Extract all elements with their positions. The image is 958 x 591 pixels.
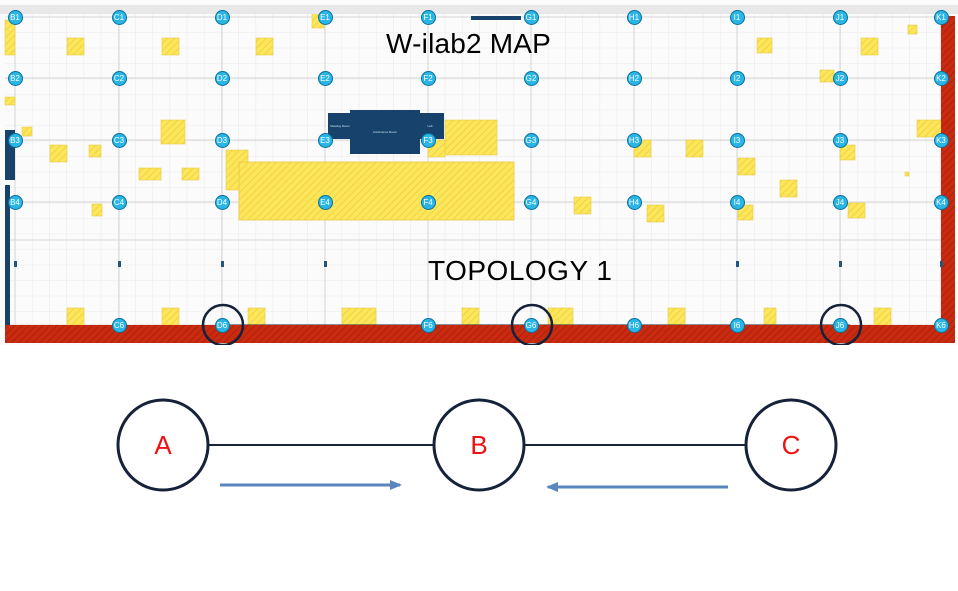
map-node-j2: J2 (832, 70, 848, 86)
map-node-g6: G6 (523, 317, 539, 333)
highlight-rings (201, 303, 863, 345)
map-node-b3: B3 (7, 132, 23, 148)
highlight-ring-d6 (201, 303, 245, 345)
sensor-marker (220, 261, 224, 267)
map-node-d4: D4 (214, 194, 230, 210)
map-node-g1: G1 (523, 9, 539, 25)
map-node-k1: K1 (933, 9, 949, 25)
map-node-e1: E1 (317, 9, 333, 25)
building-label-conference-room: Conference Room (372, 130, 398, 134)
sensor-marker (735, 261, 739, 267)
map-node-k4: K4 (933, 194, 949, 210)
map-node-i4: I4 (729, 194, 745, 210)
map-node-j1: J1 (832, 9, 848, 25)
map-node-i3: I3 (729, 132, 745, 148)
map-node-c6: C6 (111, 317, 127, 333)
map-node-c3: C3 (111, 132, 127, 148)
topology-node-c (744, 398, 838, 492)
sensor-marker (939, 261, 943, 267)
map-node-b2: B2 (7, 70, 23, 86)
map-node-e2: E2 (317, 70, 333, 86)
topology-node-c-label: C (781, 430, 801, 460)
map-node-d6: D6 (214, 317, 230, 333)
map-node-h6: H6 (626, 317, 642, 333)
map-node-d3: D3 (214, 132, 230, 148)
map-node-j3: J3 (832, 132, 848, 148)
map-node-h2: H2 (626, 70, 642, 86)
sensor-marker (117, 261, 121, 267)
map-node-c4: C4 (111, 194, 127, 210)
map-node-k3: K3 (933, 132, 949, 148)
map-node-g4: G4 (523, 194, 539, 210)
map-node-k2: K2 (933, 70, 949, 86)
topology-node-b (432, 398, 526, 492)
map-node-i6: I6 (729, 317, 745, 333)
highlight-ring-g6 (510, 303, 554, 345)
highlight-ring-j6 (819, 303, 863, 345)
map-node-h1: H1 (626, 9, 642, 25)
topology-node-a-label: A (154, 430, 172, 460)
map-node-c1: C1 (111, 9, 127, 25)
map-title: W-ilab2 MAP (386, 28, 552, 59)
building-label-meeting-room: Meeting Room (330, 124, 350, 128)
map-node-j4: J4 (832, 194, 848, 210)
map-node-f1: F1 (420, 9, 436, 25)
building-label-lab: Lab (427, 124, 433, 128)
map-node-f3: F3 (420, 132, 436, 148)
map-node-f6: F6 (420, 317, 436, 333)
map-node-k6: K6 (933, 317, 949, 333)
map-node-e3: E3 (317, 132, 333, 148)
map-node-b1: B1 (7, 9, 23, 25)
sensor-marker (838, 261, 842, 267)
topology-diagram (116, 398, 838, 492)
map-node-j6: J6 (832, 317, 848, 333)
map-node-f4: F4 (420, 194, 436, 210)
map-node-i1: I1 (729, 9, 745, 25)
map-node-h4: H4 (626, 194, 642, 210)
sensor-marker (323, 261, 327, 267)
map-node-h3: H3 (626, 132, 642, 148)
topology-node-b-label: B (470, 430, 488, 460)
topology-node-a (116, 398, 210, 492)
floor-plan-drawing (0, 5, 958, 345)
map-node-g3: G3 (523, 132, 539, 148)
sensor-marker (13, 261, 17, 267)
topology-title: TOPOLOGY 1 (428, 255, 613, 286)
map-node-e4: E4 (317, 194, 333, 210)
map-node-f2: F2 (420, 70, 436, 86)
map-node-d2: D2 (214, 70, 230, 86)
map-node-d1: D1 (214, 9, 230, 25)
map-node-c2: C2 (111, 70, 127, 86)
map-node-b4: B4 (7, 194, 23, 210)
floor-zones (4, 11, 943, 326)
map-node-i2: I2 (729, 70, 745, 86)
map-node-g2: G2 (523, 70, 539, 86)
